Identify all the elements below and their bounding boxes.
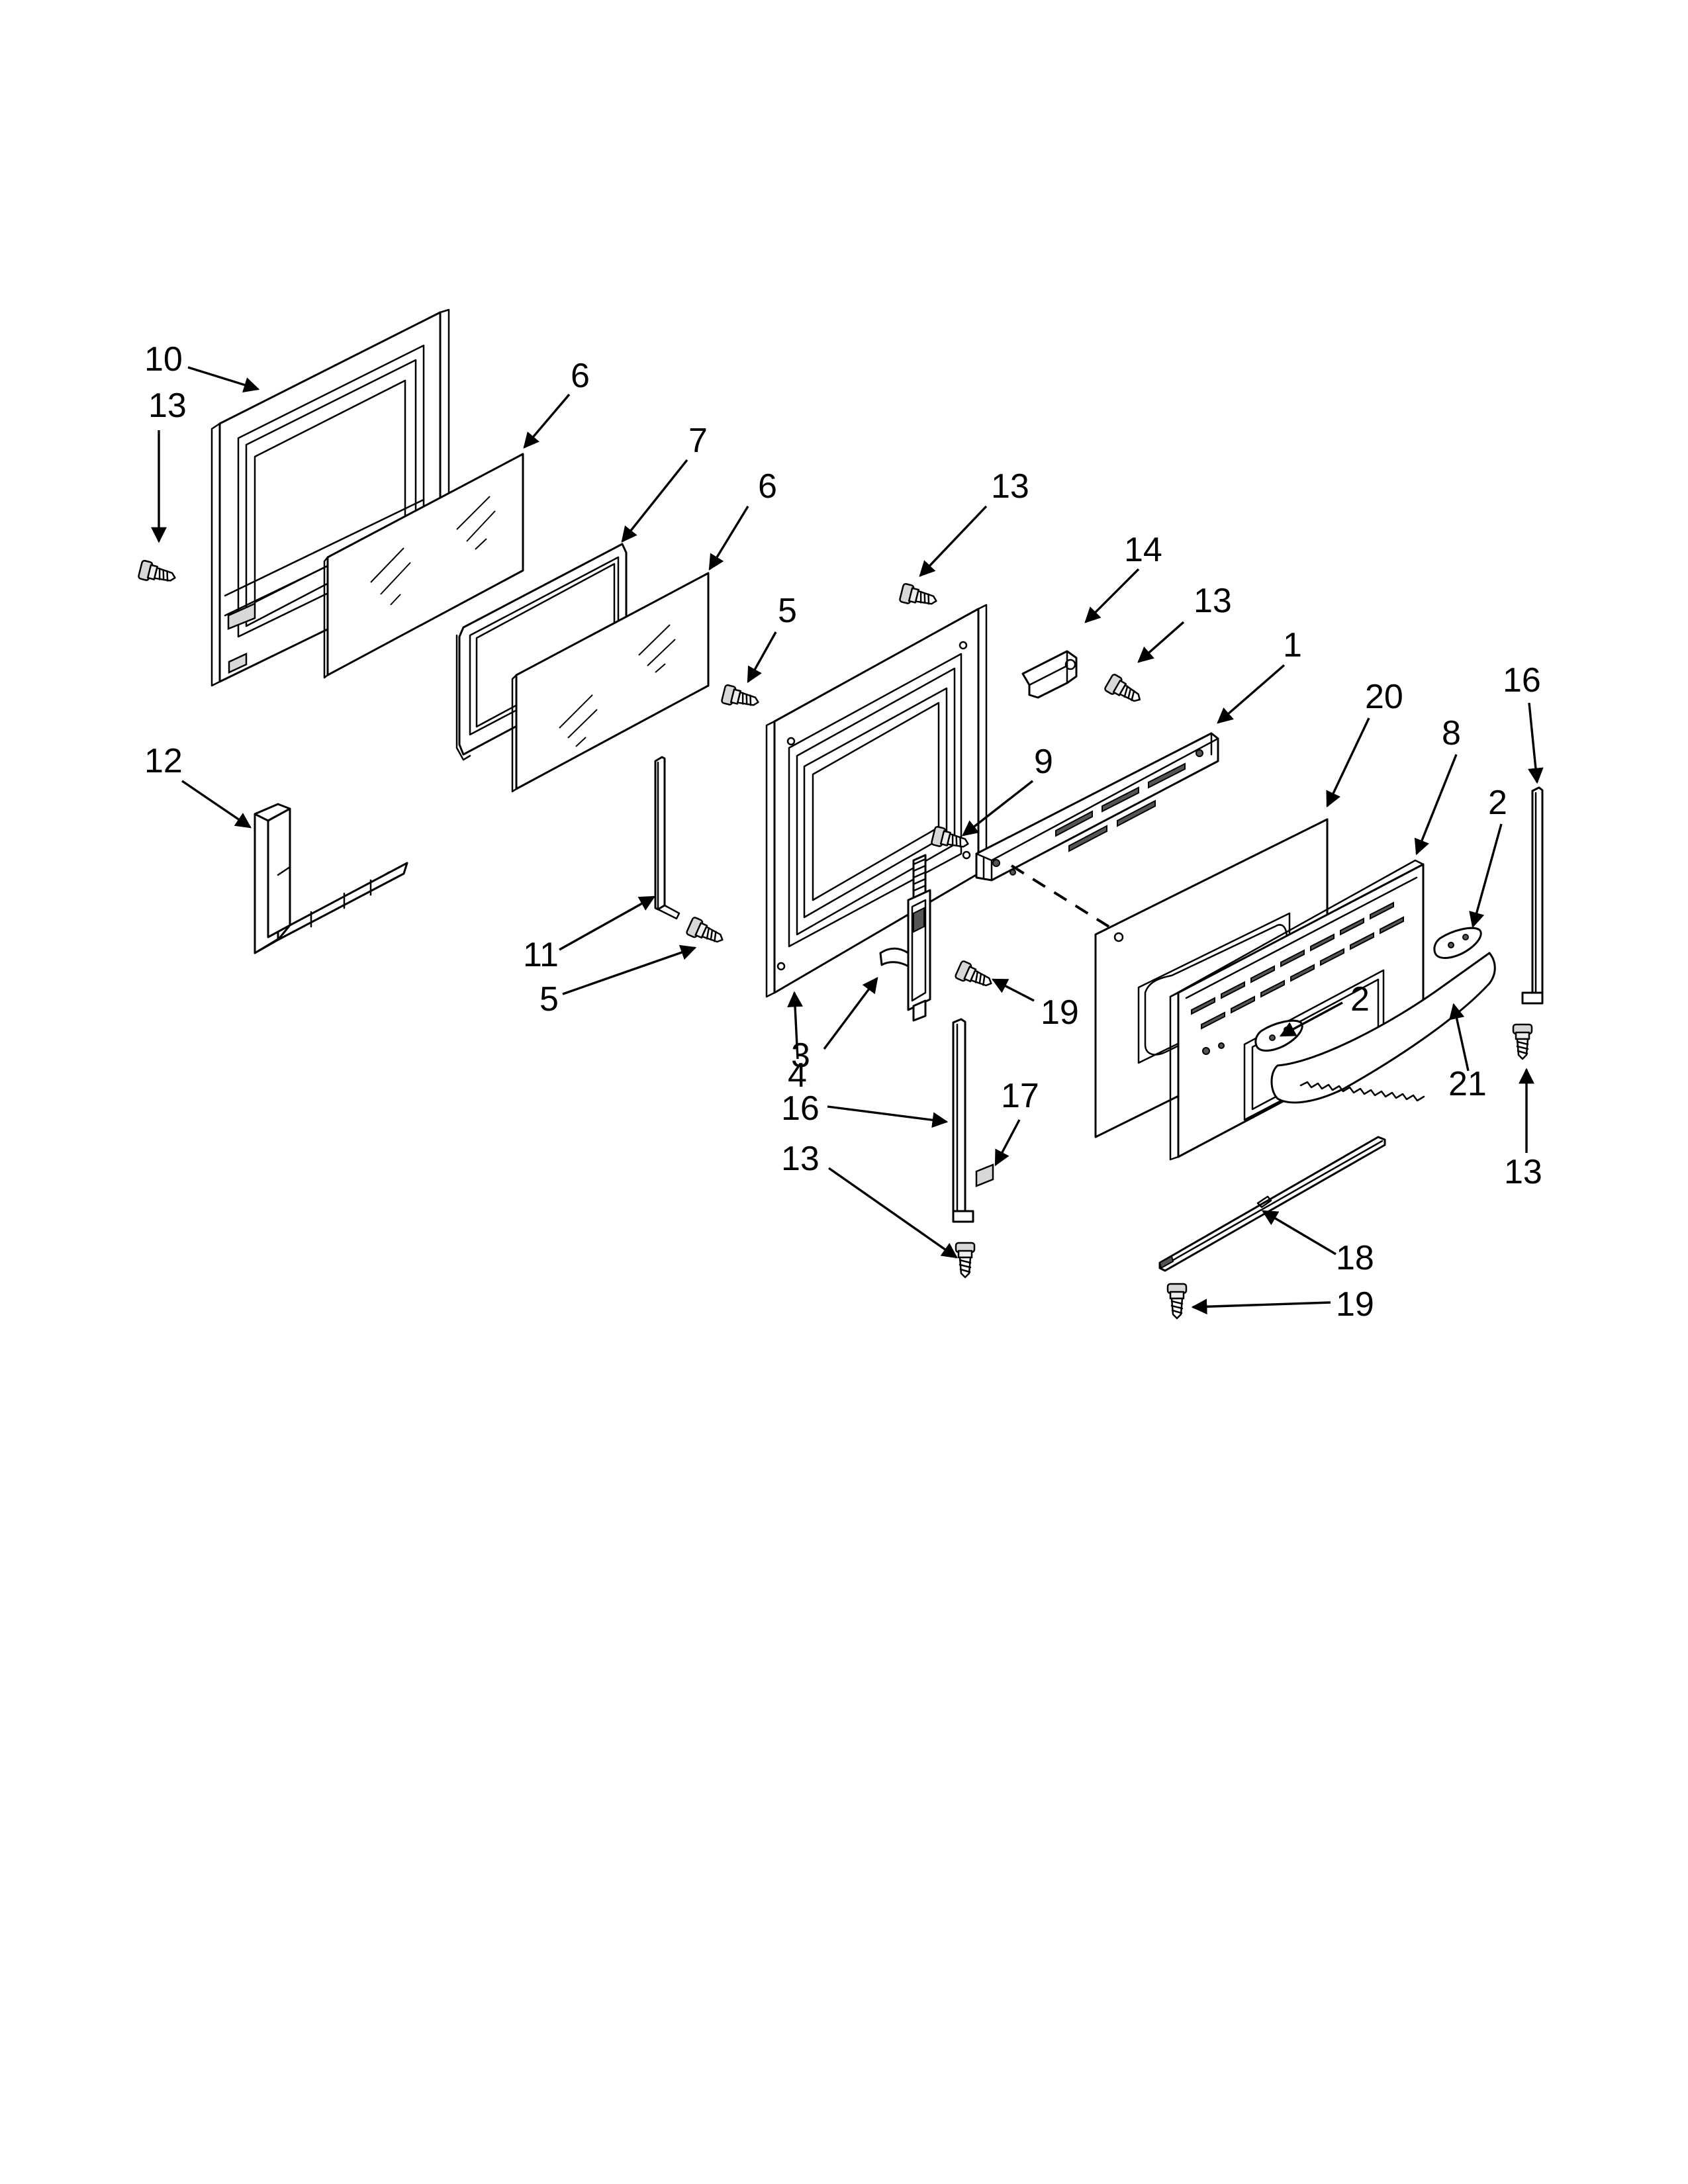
side-trim-part-16-center — [952, 1018, 974, 1223]
callout-labels: 10 13 6 7 6 13 14 13 5 1 20 8 16 2 12 9 … — [144, 340, 1542, 1324]
screw-part-13-right-bottom — [1512, 1023, 1533, 1060]
callout-8: 8 — [1442, 714, 1461, 752]
callout-13: 13 — [148, 387, 187, 425]
callout-14: 14 — [1124, 531, 1162, 569]
bottom-trim-part-18 — [1158, 1136, 1386, 1272]
door-hinge-part-3 — [879, 854, 931, 1022]
callout-5: 5 — [778, 592, 797, 630]
side-trim-part-16-right — [1521, 786, 1544, 1005]
callout-7: 7 — [688, 422, 708, 460]
screw-part-13-bracket — [1103, 672, 1146, 709]
screw-part-13-center-bottom — [955, 1242, 976, 1279]
inner-door-frame-part-4 — [765, 604, 988, 998]
callout-20: 20 — [1365, 678, 1403, 716]
callout-2: 2 — [1488, 784, 1507, 822]
callout-18: 18 — [1336, 1239, 1374, 1277]
glass-pane-part-6-right — [511, 572, 710, 793]
screw-part-5-upper — [720, 684, 762, 712]
label-part-17 — [975, 1163, 994, 1187]
callout-13: 13 — [991, 467, 1029, 506]
callout-13: 13 — [1194, 582, 1232, 620]
callout-6: 6 — [571, 357, 590, 395]
callout-13: 13 — [1504, 1153, 1542, 1191]
callout-1: 1 — [1283, 626, 1302, 664]
outer-door-panel-part-8 — [1169, 859, 1425, 1161]
callout-11: 11 — [523, 936, 559, 974]
callout-12: 12 — [144, 742, 183, 780]
callout-9: 9 — [1034, 743, 1053, 781]
screw-part-13-top-center — [898, 582, 940, 611]
screw-part-13-top-left — [137, 559, 179, 588]
glass-pane-part-6-left — [323, 453, 524, 679]
screw-part-19-hinge — [954, 959, 996, 993]
callout-19: 19 — [1336, 1285, 1374, 1324]
screw-part-19-bottom — [1166, 1283, 1188, 1320]
door-side-trim-part-11 — [654, 756, 680, 920]
callout-16: 16 — [1503, 661, 1541, 700]
callout-6: 6 — [758, 467, 777, 506]
callout-2: 2 — [1350, 980, 1370, 1019]
insulation-part-12 — [254, 803, 408, 954]
vent-channel-part-1 — [975, 732, 1219, 882]
alignment-dashed-line — [1010, 864, 1110, 928]
handle-end-cap-part-2-right — [1433, 927, 1482, 959]
callout-13: 13 — [781, 1140, 820, 1178]
callout-4: 4 — [788, 1056, 807, 1095]
callout-16: 16 — [781, 1089, 820, 1128]
callout-5: 5 — [539, 980, 559, 1019]
callout-17: 17 — [1001, 1077, 1039, 1115]
bracket-part-14 — [1021, 650, 1078, 699]
leader-lines — [151, 366, 1544, 1315]
screw-part-5-lower — [685, 915, 727, 950]
callout-19: 19 — [1041, 993, 1079, 1032]
callout-21: 21 — [1448, 1065, 1487, 1103]
callout-10: 10 — [144, 340, 183, 379]
callout-3: 3 — [791, 1036, 810, 1075]
